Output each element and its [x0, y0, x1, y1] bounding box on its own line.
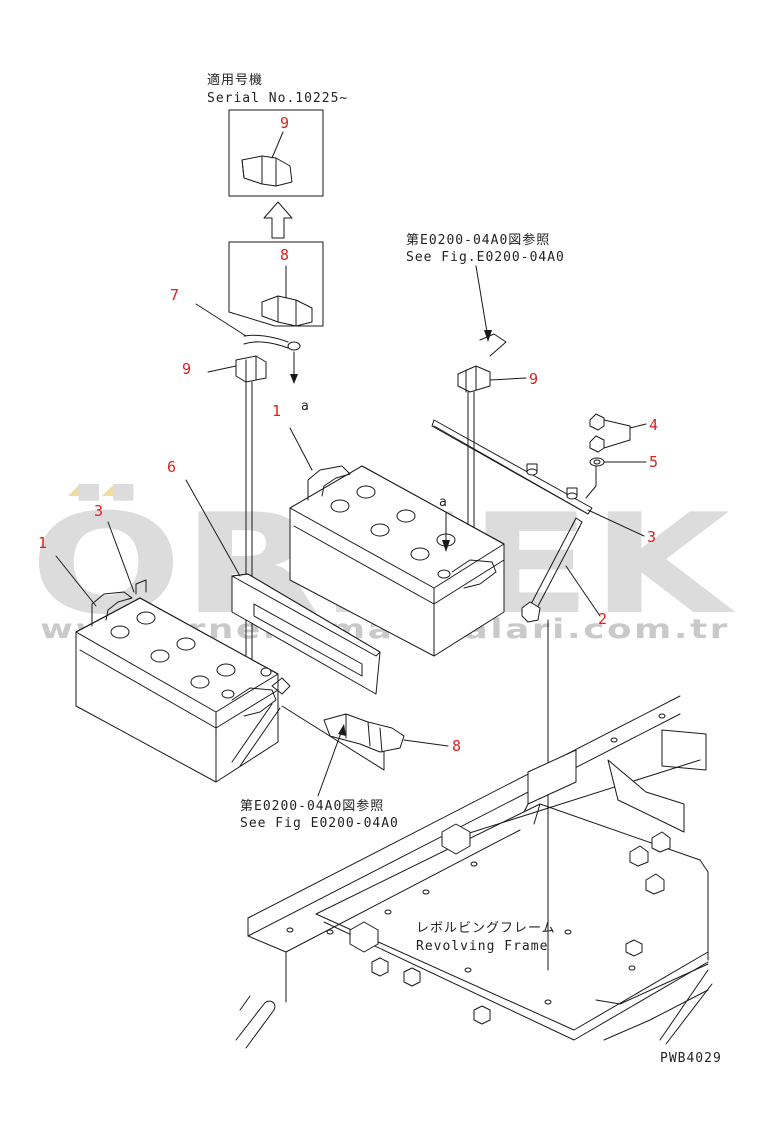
see-fig-top-en: See Fig.E0200-04A0: [406, 250, 565, 265]
drawing-code: PWB4029: [660, 1051, 722, 1066]
frame-label-en: Revolving Frame: [416, 939, 548, 954]
callout-1-right: 1: [272, 402, 281, 420]
terminal-8-bottom: 8: [281, 705, 461, 797]
revolving-frame: [235, 695, 713, 1049]
callout-9-right: 9: [529, 370, 538, 388]
nut-4: 4: [589, 413, 658, 453]
battery-1-right: 1 a: [272, 402, 505, 657]
callout-9-left: 9: [182, 360, 191, 378]
serial-detail-box: 9: [228, 109, 324, 197]
callout-3-right: 3: [647, 528, 656, 546]
callout-7: 7: [170, 286, 179, 304]
ref-a-lower: a: [439, 495, 448, 510]
frame-label-jp: レボルビングフレーム: [416, 921, 556, 936]
callout-4: 4: [649, 416, 658, 434]
callout-1-left: 1: [38, 534, 47, 552]
hold-down-bar-3: 3: [431, 419, 656, 546]
watermark-accent-icon: [68, 484, 92, 496]
see-fig-bottom-en: See Fig E0200-04A0: [240, 816, 399, 831]
terminal-9-right: 9: [457, 333, 538, 541]
callout-3-left: 3: [94, 502, 103, 520]
terminal-9-left: 9: [182, 355, 267, 691]
hook-rod-2: 2: [521, 517, 607, 971]
serial-note-jp: 適用号機: [207, 72, 263, 88]
see-fig-top-jp: 第E0200-04A0図参照: [406, 232, 550, 248]
callout-9-top: 9: [280, 114, 289, 132]
serial-note-en: Serial No.10225~: [207, 91, 348, 106]
callout-8-box: 8: [280, 246, 289, 264]
callout-5: 5: [649, 453, 658, 471]
battery-pad-6: 6: [167, 458, 381, 695]
replace-arrow-icon: [263, 201, 293, 239]
callout-8-bottom: 8: [452, 737, 461, 755]
callout-2: 2: [598, 610, 607, 628]
battery-1-left: 1 3: [38, 502, 291, 783]
watermark-accent-icon: [102, 484, 126, 496]
battery-cable-7: 7 a: [170, 286, 310, 414]
ref-a-upper: a: [301, 399, 310, 414]
previous-part-box: 8: [228, 241, 324, 327]
callout-6: 6: [167, 458, 176, 476]
see-fig-bottom-jp: 第E0200-04A0図参照: [240, 798, 384, 814]
washer-5: 5: [589, 453, 658, 471]
